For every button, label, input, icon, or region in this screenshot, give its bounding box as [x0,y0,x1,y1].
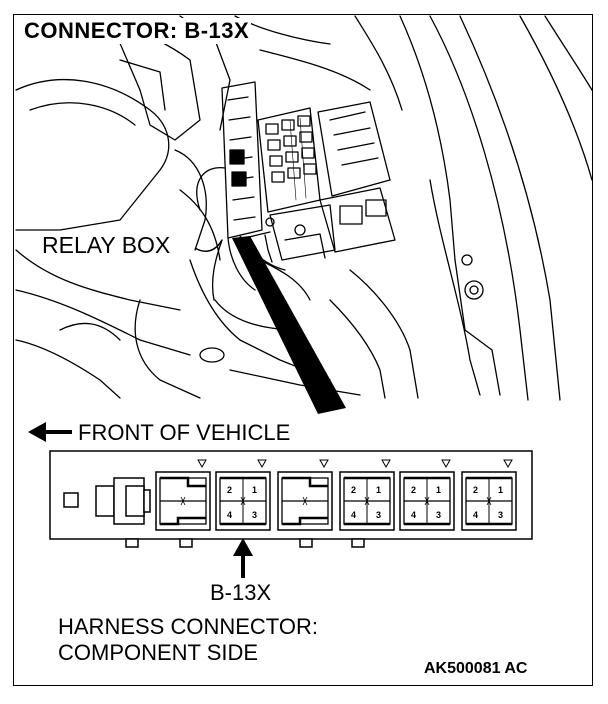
pin-label: 4 [351,510,356,520]
pin-label: 2 [473,485,478,495]
leader-wedge [232,236,346,414]
socket-5 [399,459,455,531]
socket-3 [277,459,333,531]
figure-code: AK500081 AC [424,660,528,677]
connector-label: B-13X [210,580,272,605]
up-arrow-icon [233,538,253,578]
pin-label: 1 [436,485,441,495]
pin-label: 1 [498,485,503,495]
pin-numbers: 2 1 4 3 2 1 4 3 2 1 4 3 2 1 4 3 [227,485,503,520]
pin-label: 1 [376,485,381,495]
pin-label: 4 [227,510,232,520]
relay-sockets [155,459,517,531]
socket-6 [461,459,517,531]
pin-label: 4 [473,510,478,520]
relay-leader-line [194,239,223,253]
pin-label: 3 [498,510,503,520]
socket-1 [155,459,211,531]
socket-2-b13x [215,459,271,531]
page-title: CONNECTOR: B-13X [22,18,252,44]
harness-label-line-2: COMPONENT SIDE [58,640,259,665]
pin-label: 3 [436,510,441,520]
front-of-vehicle-label: FRONT OF VEHICLE [78,420,291,445]
figure-frame [13,14,593,686]
harness-label-line-1: HARNESS CONNECTOR: [58,614,318,639]
relay-box-label: RELAY BOX [40,232,173,259]
pin-label: 2 [411,485,416,495]
front-arrow-icon [28,422,72,442]
socket-4 [339,459,395,531]
pin-label: 3 [252,510,257,520]
pin-label: 1 [252,485,257,495]
pin-label: 4 [411,510,416,520]
pin-label: 2 [351,485,356,495]
pin-label: 3 [376,510,381,520]
pin-label: 2 [227,485,232,495]
